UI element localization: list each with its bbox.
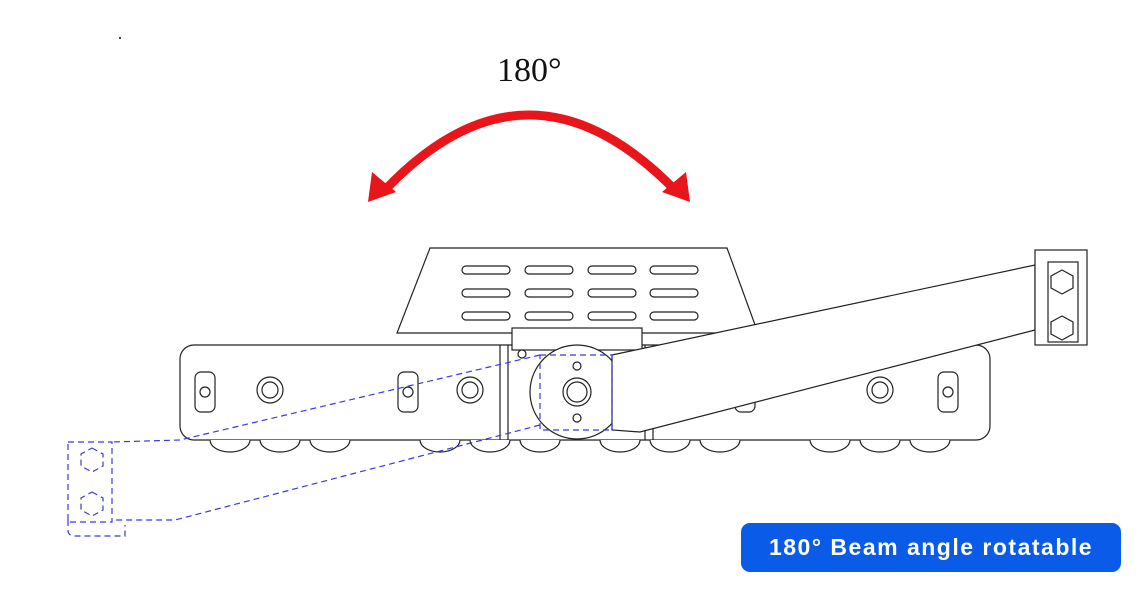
rotation-angle-label: 180° [497, 52, 562, 89]
led-lens [699, 439, 741, 453]
vent-slot [461, 311, 511, 321]
led-lens [209, 439, 251, 453]
led-lens [599, 439, 641, 453]
vent-slot [461, 265, 511, 275]
led-lens [469, 439, 511, 453]
led-lens [649, 439, 691, 453]
vent-slot [524, 311, 574, 321]
vent-slot [587, 288, 637, 298]
vent-slot [524, 288, 574, 298]
led-lens [809, 439, 851, 453]
vent-slot [587, 311, 637, 321]
bolt-icon [1050, 269, 1074, 295]
knob [256, 376, 284, 404]
led-lens [519, 439, 561, 453]
heatsink-cover [396, 247, 759, 334]
vent-slot [649, 288, 699, 298]
mounting-arm-alt-position [67, 354, 613, 537]
led-lens [259, 439, 301, 453]
knob [456, 376, 484, 404]
led-lens [859, 439, 901, 453]
vent-slot [587, 265, 637, 275]
vent-slot [461, 288, 511, 298]
led-lens [419, 439, 461, 453]
led-lens [309, 439, 351, 453]
knob [866, 376, 894, 404]
vent-slot [524, 265, 574, 275]
led-lens [909, 439, 951, 453]
vent-slot [649, 311, 699, 321]
rotation-arrow [368, 110, 690, 202]
bolt-icon [1050, 315, 1074, 341]
vent-slot [649, 265, 699, 275]
feature-badge: 180° Beam angle rotatable [741, 523, 1121, 572]
stray-dot [119, 37, 121, 39]
